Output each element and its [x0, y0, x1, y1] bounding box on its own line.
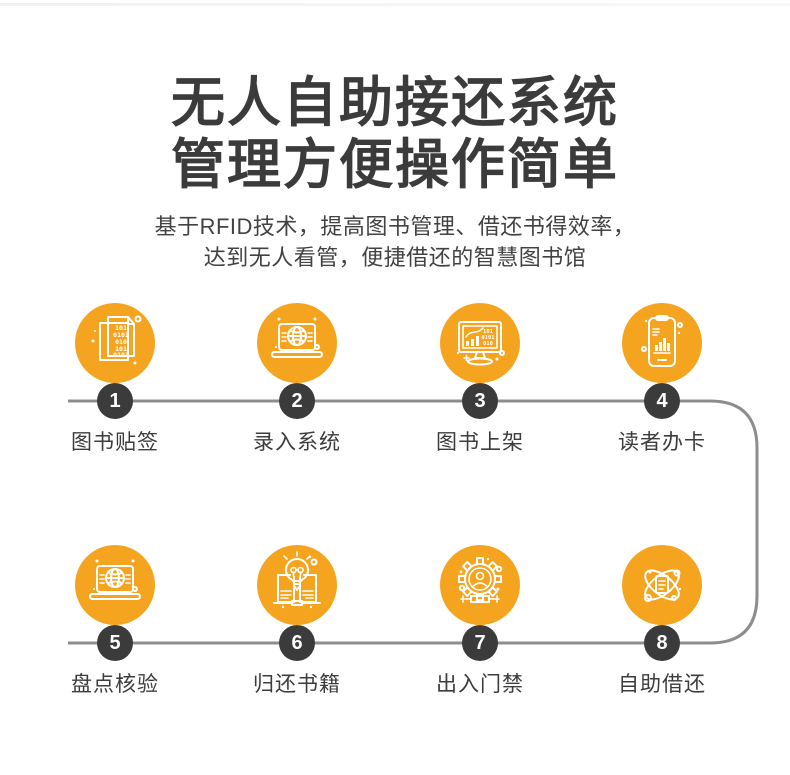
- svg-text:101: 101: [115, 324, 127, 332]
- subtitle-line-1: 基于RFID技术，提高图书管理、借还书得效率，: [154, 214, 636, 239]
- page-subtitle: 基于RFID技术，提高图书管理、借还书得效率， 达到无人看管，便捷借还的智慧图书…: [0, 211, 790, 273]
- step-label: 盘点核验: [71, 673, 159, 696]
- monitor-chart-icon: 101 0101 010: [440, 303, 520, 383]
- svg-text:101: 101: [483, 329, 494, 335]
- svg-text:010: 010: [115, 338, 127, 346]
- step-label: 自助借还: [618, 673, 706, 696]
- svg-text:0101: 0101: [113, 351, 129, 359]
- step-number-badge: 3: [462, 383, 498, 419]
- subtitle-line-2: 达到无人看管，便捷借还的智慧图书馆: [203, 245, 587, 270]
- step-item-8: 8 自助借还: [582, 545, 742, 698]
- step-label: 图书贴签: [71, 431, 159, 454]
- step-number-badge: 8: [644, 625, 680, 661]
- step-item-2: 2 录入系统: [217, 303, 377, 456]
- step-item-4: 4 读者办卡: [582, 303, 742, 456]
- book-lightbulb-icon: [257, 545, 337, 625]
- step-item-7: 7 出入门禁: [400, 545, 560, 698]
- step-label: 读者办卡: [618, 431, 706, 454]
- title-line-2: 管理方便操作简单: [171, 135, 619, 195]
- step-item-3: 101 0101 010 3 图书上架: [400, 303, 560, 456]
- step-number-badge: 5: [97, 625, 133, 661]
- svg-text:0101: 0101: [481, 335, 495, 341]
- step-item-1: 101 0101 010 101 0101 1 图书贴签: [35, 303, 195, 456]
- laptop-globe-icon: [257, 303, 337, 383]
- svg-text:101: 101: [115, 345, 127, 353]
- step-label: 图书上架: [436, 431, 524, 454]
- svg-text:010: 010: [483, 341, 493, 347]
- step-label: 出入门禁: [436, 673, 524, 696]
- step-number-badge: 6: [279, 625, 315, 661]
- binary-documents-icon: 101 0101 010 101 0101: [75, 303, 155, 383]
- atom-orbit-icon: [622, 545, 702, 625]
- step-number-badge: 1: [97, 383, 133, 419]
- top-divider: [0, 3, 790, 6]
- svg-text:0101: 0101: [113, 331, 129, 339]
- step-number-badge: 4: [644, 383, 680, 419]
- step-item-6: 6 归还书籍: [217, 545, 377, 698]
- step-number-badge: 7: [462, 625, 498, 661]
- step-label: 录入系统: [253, 431, 341, 454]
- step-item-5: 5 盘点核验: [35, 545, 195, 698]
- page-title: 无人自助接还系统 管理方便操作简单: [0, 72, 790, 196]
- laptop-globe-icon: [75, 545, 155, 625]
- phone-chart-icon: [622, 303, 702, 383]
- step-label: 归还书籍: [253, 673, 341, 696]
- title-line-1: 无人自助接还系统: [171, 73, 619, 133]
- gear-person-icon: [440, 545, 520, 625]
- step-number-badge: 2: [279, 383, 315, 419]
